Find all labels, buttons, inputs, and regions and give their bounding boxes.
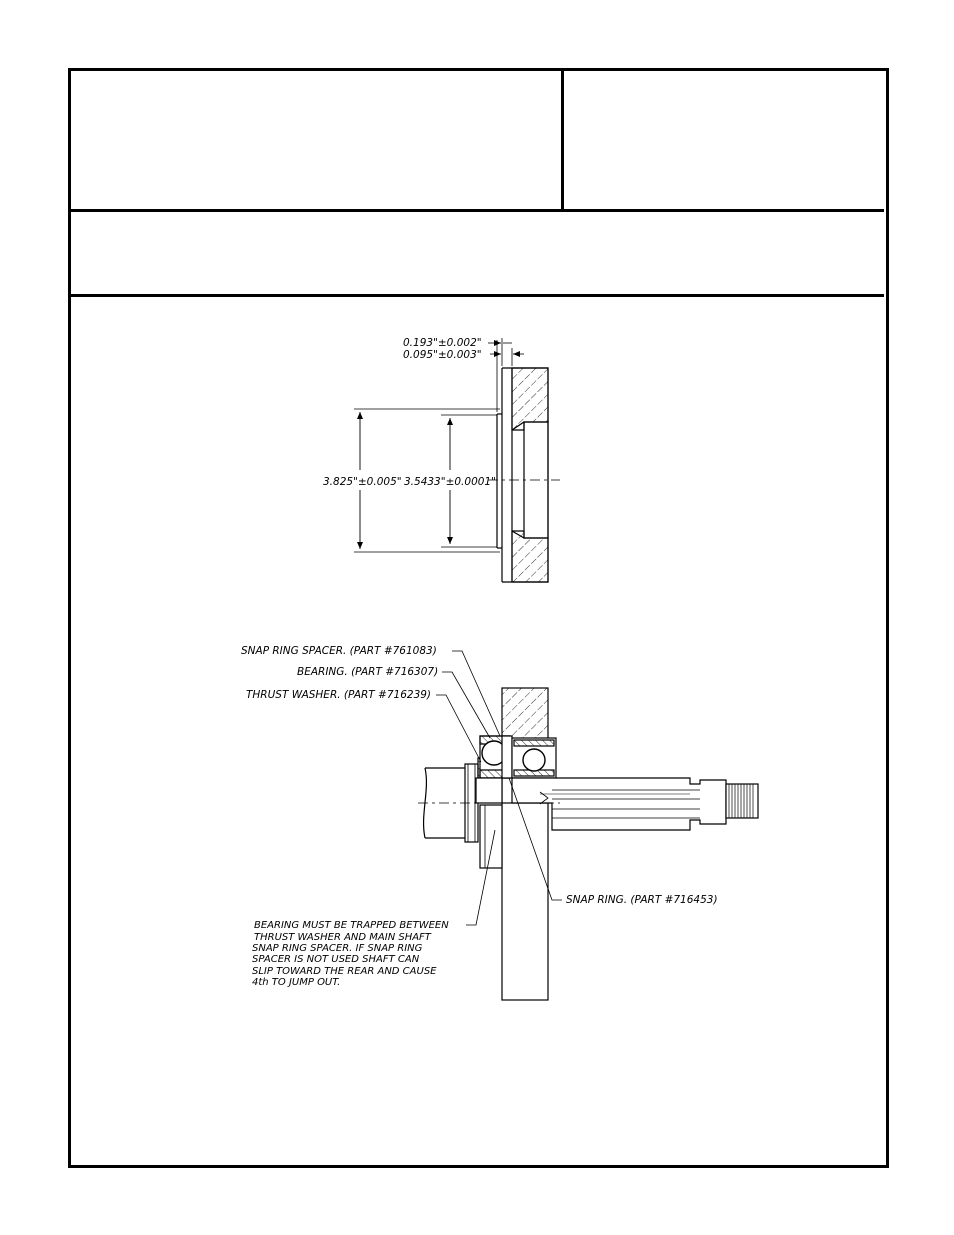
assembly-note: BEARING MUST BE TRAPPED BETWEEN THRUST W… — [252, 920, 449, 988]
note-line: 4th TO JUMP OUT. — [252, 977, 340, 988]
dimension-label-0095: 0.095"±0.003" — [403, 349, 482, 361]
note-line: SLIP TOWARD THE REAR AND CAUSE — [252, 966, 437, 977]
callout-snap-ring: SNAP RING. (PART #716453) — [566, 894, 718, 906]
dimension-label-3825: 3.825"±0.005" — [323, 476, 402, 488]
callout-snap-ring-spacer: SNAP RING SPACER. (PART #761083) — [241, 645, 437, 657]
note-line: SPACER IS NOT USED SHAFT CAN — [252, 954, 420, 965]
title-block-divider-vertical — [561, 70, 564, 212]
callout-thrust-washer: THRUST WASHER. (PART #716239) — [246, 689, 431, 701]
dimension-label-35433: 3.5433"±0.0001" — [404, 476, 496, 488]
title-block-divider-horizontal-1 — [70, 209, 884, 212]
housing-section-view — [354, 338, 560, 583]
dimension-label-0193: 0.193"±0.002" — [403, 337, 482, 349]
note-line: SNAP RING SPACER. IF SNAP RING — [252, 943, 423, 954]
note-line: THRUST WASHER AND MAIN SHAFT — [254, 932, 432, 943]
shaft-assembly-view — [418, 650, 759, 1001]
note-line: BEARING MUST BE TRAPPED BETWEEN — [254, 920, 449, 931]
drawing-frame — [68, 68, 889, 1168]
callout-bearing: BEARING. (PART #716307) — [297, 666, 438, 678]
title-block-divider-horizontal-2 — [70, 294, 884, 297]
